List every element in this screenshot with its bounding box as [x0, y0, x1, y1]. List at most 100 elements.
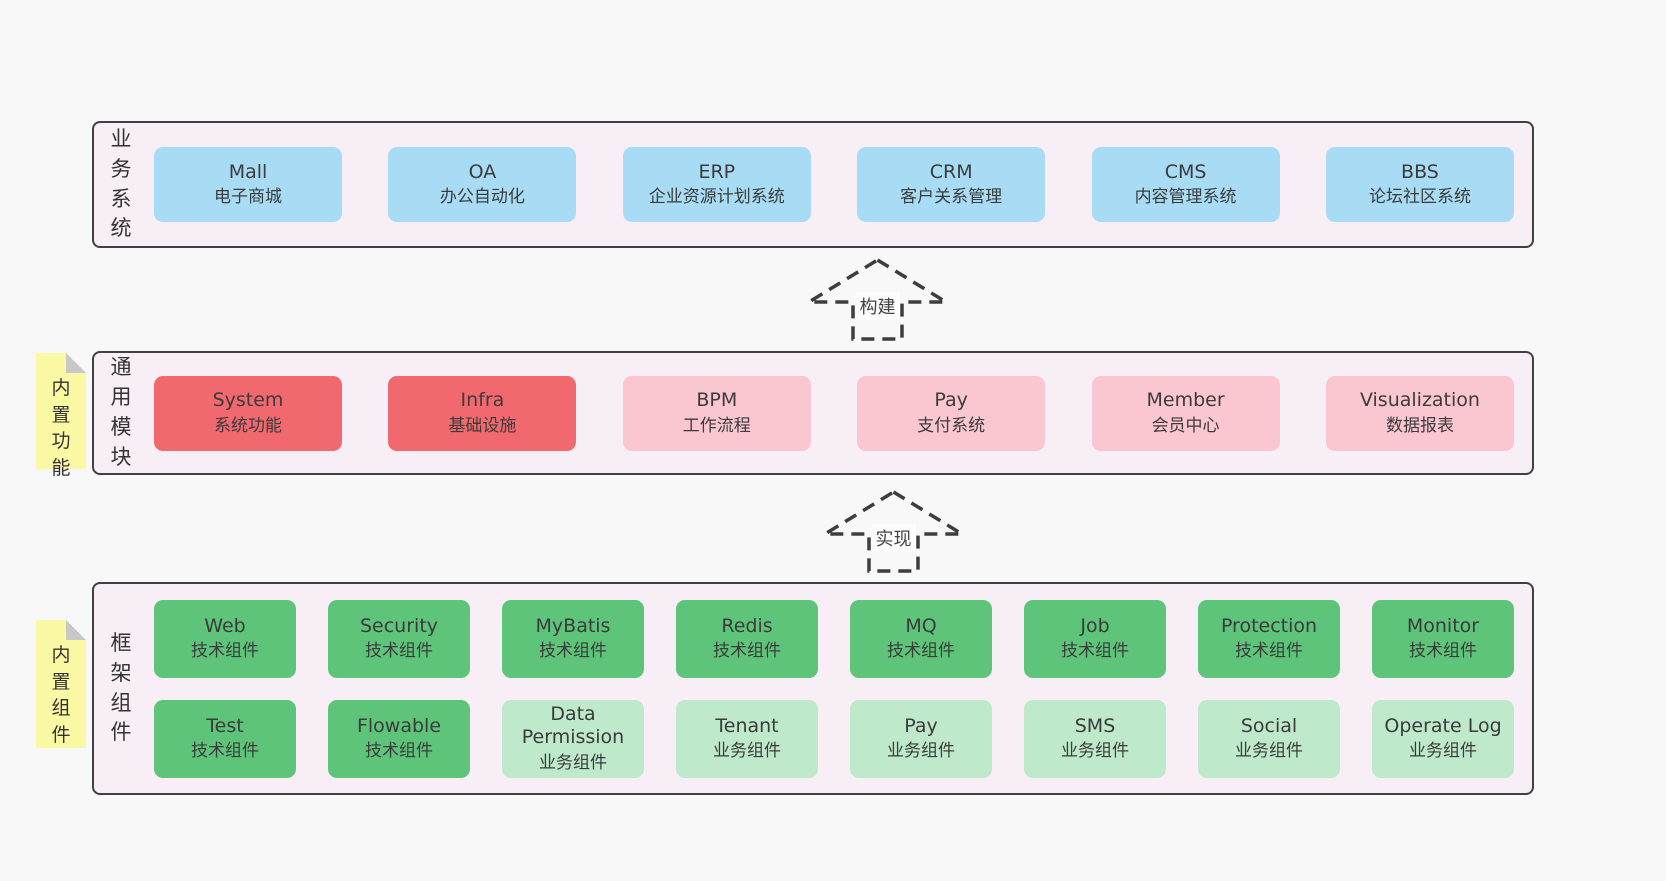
box-subtitle: 技术组件: [365, 741, 433, 762]
sticky-note-builtin-components: 内置组件: [36, 620, 86, 748]
box-title: ERP: [698, 160, 736, 183]
box-title: Test: [206, 714, 244, 737]
box-pay-component: Pay 业务组件: [850, 699, 992, 778]
box-title: BPM: [696, 389, 738, 411]
box-subtitle: 业务组件: [887, 741, 955, 762]
box-subtitle: 技术组件: [191, 641, 259, 662]
note-fold-corner-icon: [66, 620, 86, 640]
box-pay-module: Pay 支付系统: [857, 375, 1046, 451]
box-mybatis: MyBatis 技术组件: [502, 599, 644, 678]
box-title: Tenant: [715, 714, 779, 737]
box-title: Operate Log: [1384, 714, 1502, 737]
box-title: MQ: [905, 614, 937, 637]
arrow-build: 构建: [805, 256, 950, 342]
box-subtitle: 技术组件: [1409, 641, 1477, 662]
layer-common-modules: 内置功能 通用模块 System 系统功能 Infra 基础设施 BPM 工作流…: [36, 351, 1534, 479]
arrow-implement: 实现: [821, 488, 966, 574]
box-title: Data Permission: [521, 702, 625, 749]
box-erp: ERP 企业资源计划系统: [622, 147, 811, 222]
box-flowable: Flowable 技术组件: [328, 699, 470, 778]
box-subtitle: 技术组件: [713, 641, 781, 662]
box-mq: MQ 技术组件: [850, 599, 992, 678]
box-subtitle: 系统功能: [214, 415, 282, 436]
box-subtitle: 工作流程: [682, 415, 751, 436]
box-subtitle: 技术组件: [1235, 641, 1303, 662]
box-subtitle: 内容管理系统: [1134, 187, 1237, 208]
box-title: Infra: [460, 389, 505, 411]
box-data-permission: Data Permission 业务组件: [502, 699, 644, 778]
box-subtitle: 会员中心: [1151, 415, 1220, 436]
sticky-note-builtin-features: 内置功能: [36, 353, 86, 479]
box-oa: OA 办公自动化: [388, 147, 577, 222]
box-subtitle: 业务组件: [1061, 741, 1129, 762]
box-system: System 系统功能: [154, 375, 342, 451]
note-text: 内置组件: [51, 644, 71, 746]
box-subtitle: 电子商城: [214, 187, 282, 208]
layer-label-business: 业务系统: [110, 126, 132, 241]
box-title: Web: [204, 614, 246, 637]
box-web: Web 技术组件: [154, 599, 296, 678]
box-title: Redis: [721, 614, 773, 637]
box-subtitle: 技术组件: [1061, 641, 1129, 662]
box-tenant: Tenant 业务组件: [676, 699, 818, 778]
box-sms: SMS 业务组件: [1024, 699, 1166, 778]
box-subtitle: 业务组件: [1409, 741, 1477, 762]
box-subtitle: 技术组件: [365, 641, 433, 662]
box-title: Mall: [228, 160, 268, 183]
components-row-1: Web 技术组件 Security 技术组件 MyBatis 技术组件 Redi…: [154, 599, 1514, 678]
box-title: System: [212, 389, 284, 411]
box-subtitle: 业务组件: [1235, 741, 1303, 762]
box-mall: Mall 电子商城: [154, 147, 342, 222]
box-subtitle: 业务组件: [713, 741, 781, 762]
layer-framework-components: 内置组件 框架组件 Web 技术组件 Security 技术组件 MyBatis…: [36, 582, 1534, 795]
box-protection: Protection 技术组件: [1198, 599, 1340, 678]
box-security: Security 技术组件: [328, 599, 470, 678]
box-title: Pay: [904, 714, 938, 737]
box-monitor: Monitor 技术组件: [1372, 599, 1514, 678]
box-subtitle: 业务组件: [539, 753, 607, 774]
modules-boxes-row: System 系统功能 Infra 基础设施 BPM 工作流程 Pay 支付系统…: [154, 375, 1514, 451]
box-subtitle: 客户关系管理: [900, 187, 1003, 208]
box-title: SMS: [1074, 714, 1116, 737]
box-title: CRM: [929, 160, 973, 183]
business-boxes-row: Mall 电子商城 OA 办公自动化 ERP 企业资源计划系统 CRM 客户关系…: [154, 147, 1514, 222]
layer-label-modules: 通用模块: [110, 355, 132, 469]
box-title: Flowable: [356, 714, 442, 737]
box-subtitle: 论坛社区系统: [1368, 187, 1471, 208]
box-member: Member 会员中心: [1091, 375, 1280, 451]
note-text: 内置功能: [51, 377, 71, 479]
box-test: Test 技术组件: [154, 699, 296, 778]
box-redis: Redis 技术组件: [676, 599, 818, 678]
box-title: OA: [468, 160, 497, 183]
box-bbs: BBS 论坛社区系统: [1325, 147, 1514, 222]
box-subtitle: 技术组件: [191, 741, 259, 762]
box-subtitle: 办公自动化: [439, 187, 525, 208]
box-subtitle: 技术组件: [539, 641, 607, 662]
box-title: Member: [1146, 389, 1225, 411]
box-subtitle: 企业资源计划系统: [648, 187, 785, 208]
layer-label-components: 框架组件: [110, 630, 132, 745]
box-title: Protection: [1220, 614, 1318, 637]
arrow-implement-label: 实现: [871, 524, 916, 552]
box-subtitle: 支付系统: [917, 415, 986, 436]
box-social: Social 业务组件: [1198, 699, 1340, 778]
box-visualization: Visualization 数据报表: [1325, 375, 1514, 451]
box-subtitle: 技术组件: [887, 641, 955, 662]
box-infra: Infra 基础设施: [388, 375, 577, 451]
box-title: BBS: [1401, 160, 1439, 183]
arrow-build-label: 构建: [855, 292, 900, 320]
box-title: Job: [1080, 614, 1110, 637]
box-cms: CMS 内容管理系统: [1091, 147, 1280, 222]
box-subtitle: 数据报表: [1385, 415, 1454, 436]
box-bpm: BPM 工作流程: [622, 375, 811, 451]
layer-business-systems: 业务系统 Mall 电子商城 OA 办公自动化 ERP 企业资源计划系统 CRM…: [92, 121, 1534, 248]
up-arrow-icon: [805, 257, 950, 341]
up-arrow-icon: [821, 489, 966, 573]
box-job: Job 技术组件: [1024, 599, 1166, 678]
box-title: MyBatis: [535, 614, 611, 637]
box-title: CMS: [1164, 160, 1207, 183]
box-title: Security: [359, 614, 439, 637]
note-fold-corner-icon: [66, 353, 86, 373]
box-title: Visualization: [1359, 389, 1480, 411]
box-crm: CRM 客户关系管理: [857, 147, 1046, 222]
